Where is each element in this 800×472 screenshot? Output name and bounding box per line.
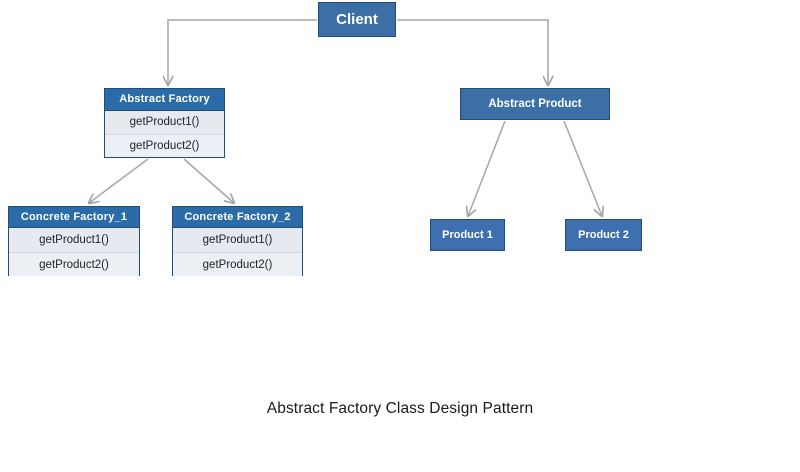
node-abstract-product-title: Abstract Product: [488, 98, 582, 110]
node-concrete-factory-1-title: Concrete Factory_1: [9, 207, 139, 228]
node-concrete-factory-2-title: Concrete Factory_2: [173, 207, 302, 228]
node-abstract-factory-method-1: getProduct1(): [105, 111, 224, 134]
node-product-1[interactable]: Product 1: [430, 219, 505, 251]
node-abstract-product[interactable]: Abstract Product: [460, 88, 610, 120]
connector-abstract-factory-to-concrete-factory-2: [183, 158, 234, 203]
node-abstract-factory-title: Abstract Factory: [105, 89, 224, 111]
diagram-caption: Abstract Factory Class Design Pattern: [266, 400, 534, 417]
node-client[interactable]: Client: [318, 2, 396, 37]
node-product-2-title: Product 2: [578, 229, 629, 241]
connector-client-to-abstract-factory: [168, 19, 317, 85]
connector-abstract-product-to-product-1: [468, 120, 506, 216]
node-concrete-factory-1-method-1: getProduct1(): [9, 228, 139, 252]
node-client-title: Client: [336, 11, 378, 28]
connector-abstract-product-to-product-2: [563, 120, 602, 216]
node-concrete-factory-2-method-1: getProduct1(): [173, 228, 302, 252]
node-product-2[interactable]: Product 2: [565, 219, 642, 251]
node-concrete-factory-2[interactable]: Concrete Factory_2 getProduct1() getProd…: [172, 206, 303, 276]
connector-abstract-factory-to-concrete-factory-1: [89, 158, 149, 203]
node-abstract-factory-method-2: getProduct2(): [105, 134, 224, 157]
node-product-1-title: Product 1: [442, 229, 493, 241]
node-concrete-factory-1-method-2: getProduct2(): [9, 252, 139, 276]
node-abstract-factory[interactable]: Abstract Factory getProduct1() getProduc…: [104, 88, 225, 158]
node-concrete-factory-2-method-2: getProduct2(): [173, 252, 302, 276]
node-concrete-factory-1[interactable]: Concrete Factory_1 getProduct1() getProd…: [8, 206, 140, 276]
connector-client-to-abstract-product: [397, 19, 548, 85]
